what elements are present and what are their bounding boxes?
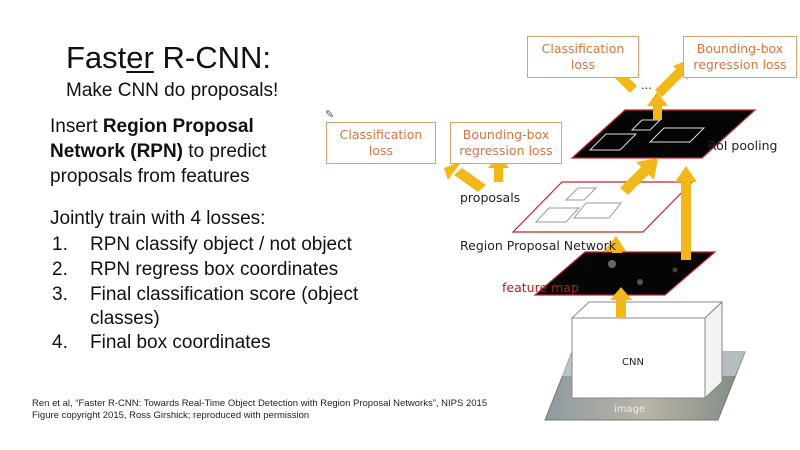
loss-item-3: 3.Final classification score (object cla… <box>52 284 359 329</box>
rpn-label: Region Proposal Network <box>460 238 616 253</box>
feature-map-activation <box>672 267 678 273</box>
roi-box <box>588 133 638 151</box>
ellipsis: ... <box>641 78 652 92</box>
losses-heading: Jointly train with 4 losses: <box>50 208 266 229</box>
rpn-description: Insert Region Proposal Network (RPN) to … <box>50 116 267 187</box>
roi-pooling-label: RoI pooling <box>708 138 778 153</box>
pen-mark-icon: ✎ <box>325 109 335 121</box>
image-label: image <box>614 404 646 415</box>
proposal-box <box>572 202 623 219</box>
citation-line-1: Ren et al, “Faster R-CNN: Towards Real-T… <box>32 398 488 409</box>
loss-item-2: 2.RPN regress box coordinates <box>52 259 339 280</box>
rpn-term: Region Proposal Network (RPN) <box>50 116 254 162</box>
rpn-bbox-regression-loss-box: Bounding-box regression loss <box>450 122 562 164</box>
proposal-box <box>564 187 598 201</box>
cnn-box-front <box>571 317 706 399</box>
citation-line-2: Figure copyright 2015, Ross Girshick; re… <box>32 410 310 421</box>
feature-map-activation <box>608 260 616 268</box>
roi-pooling-plane <box>570 109 757 159</box>
proposal-box <box>534 207 581 223</box>
loss-item-4: 4.Final box coordinates <box>52 332 271 353</box>
rpn-classification-loss-box: Classification loss <box>326 122 436 164</box>
slide-title: Faster R-CNN: <box>66 40 271 75</box>
roi-box <box>648 127 706 143</box>
citation: Ren et al, “Faster R-CNN: Towards Real-T… <box>32 398 487 422</box>
feature-map-label: feature map <box>502 280 579 295</box>
proposals-plane <box>511 181 694 233</box>
cnn-box-side <box>704 300 723 400</box>
loss-item-1: 1.RPN classify object / not object <box>52 234 352 255</box>
cnn-box-top <box>570 301 724 319</box>
proposals-label: proposals <box>460 190 521 205</box>
top-bbox-regression-loss-box: Bounding-box regression loss <box>683 36 797 78</box>
cnn-label: CNN <box>622 357 644 368</box>
feature-map-activation <box>637 279 643 285</box>
slide-subtitle: Make CNN do proposals! <box>66 80 279 101</box>
top-classification-loss-box: Classification loss <box>527 36 639 78</box>
